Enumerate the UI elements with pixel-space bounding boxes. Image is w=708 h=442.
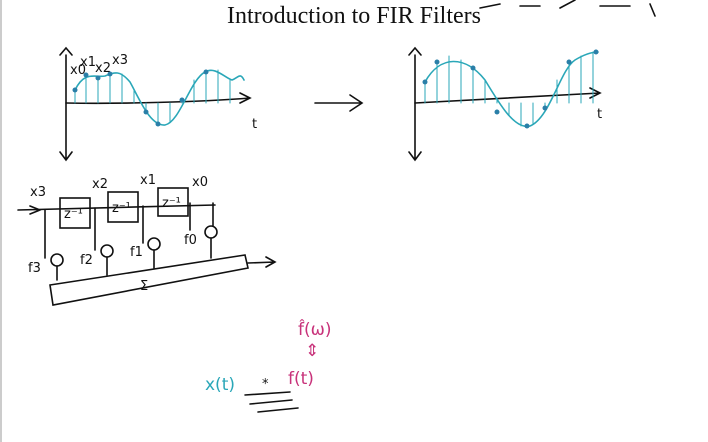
freq-response: f̂(ω) xyxy=(298,319,332,340)
convolution-notes: f̂(ω) ⇕ x(t) * f(t) xyxy=(205,319,332,413)
input-x2: x2 xyxy=(92,177,108,192)
signal-x: x(t) xyxy=(205,375,235,395)
input-signal-plot: t x0 x1 x2 x3 xyxy=(59,46,257,162)
slide-title: Introduction to FIR Filters xyxy=(227,3,481,29)
t-axis-label: t xyxy=(252,117,257,132)
input-x3: x3 xyxy=(30,185,46,200)
coef-f3: f3 xyxy=(28,261,41,276)
sample-label-x0: x0 xyxy=(70,63,86,78)
coef-f1: f1 xyxy=(130,245,143,260)
sample-label-x3: x3 xyxy=(112,53,128,68)
convolution-symbol: * xyxy=(262,377,269,392)
t-axis-label-output: t xyxy=(597,107,602,122)
delay-z1: z⁻¹ xyxy=(64,207,83,222)
delay-z2: z⁻¹ xyxy=(112,201,131,216)
input-x0: x0 xyxy=(192,175,208,190)
arrow-icon xyxy=(314,94,364,112)
filter-f: f(t) xyxy=(288,369,314,389)
fir-filter-diagram: x3 x2 x1 x0 z⁻¹ z⁻¹ z⁻¹ f3 f2 f1 f0 Σ xyxy=(17,173,277,306)
coef-f2: f2 xyxy=(80,253,93,268)
sample-label-x2: x2 xyxy=(95,61,111,76)
coef-f0: f0 xyxy=(184,233,197,248)
input-x1: x1 xyxy=(140,173,156,188)
transform-arrow: ⇕ xyxy=(305,341,319,361)
output-signal-plot: t xyxy=(408,46,602,162)
delay-z3: z⁻¹ xyxy=(162,196,181,211)
sample-label-x1: x1 xyxy=(80,55,96,70)
scribble xyxy=(479,0,656,17)
sum-symbol: Σ xyxy=(140,279,148,294)
